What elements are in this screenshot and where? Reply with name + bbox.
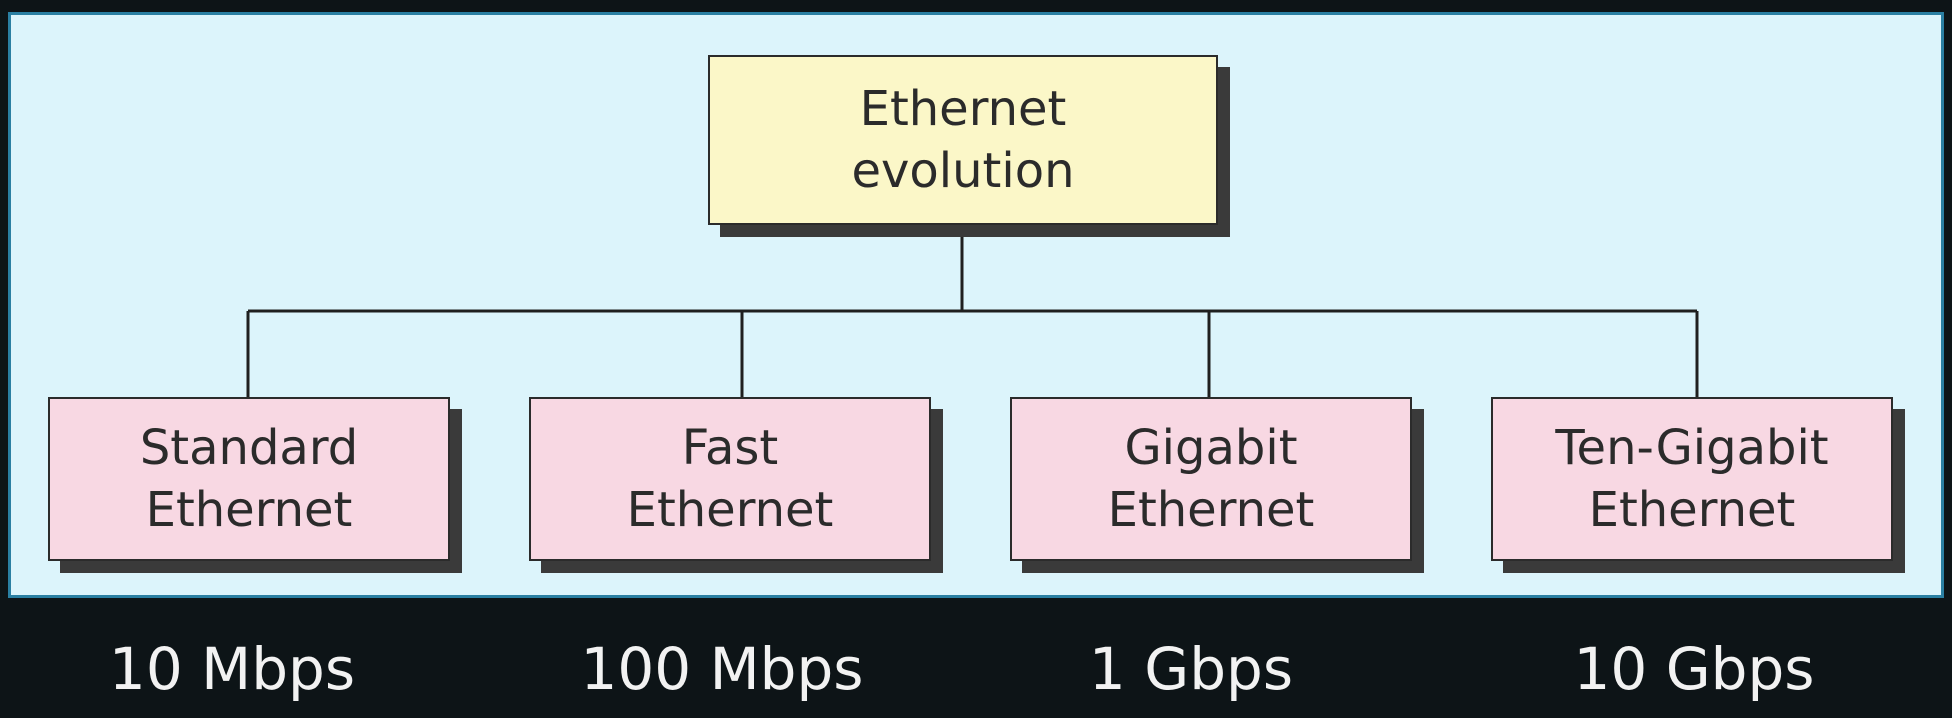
speed-label-ten-gigabit: 10 Gbps: [1573, 635, 1815, 703]
speed-label-fast: 100 Mbps: [580, 635, 864, 703]
node-fast-ethernet: Fast Ethernet: [529, 397, 931, 561]
root-node-label: Ethernet evolution: [851, 81, 1075, 199]
node-gigabit-ethernet-label: Gigabit Ethernet: [1107, 420, 1315, 538]
node-gigabit-ethernet: Gigabit Ethernet: [1010, 397, 1412, 561]
node-standard-ethernet-label: Standard Ethernet: [139, 420, 359, 538]
node-ten-gigabit-ethernet: Ten-Gigabit Ethernet: [1491, 397, 1893, 561]
speed-label-standard: 10 Mbps: [108, 635, 356, 703]
node-fast-ethernet-label: Fast Ethernet: [626, 420, 834, 538]
node-standard-ethernet: Standard Ethernet: [48, 397, 450, 561]
speed-label-gigabit: 1 Gbps: [1088, 635, 1294, 703]
node-ten-gigabit-ethernet-label: Ten-Gigabit Ethernet: [1555, 420, 1829, 538]
root-node-ethernet-evolution: Ethernet evolution: [708, 55, 1218, 225]
